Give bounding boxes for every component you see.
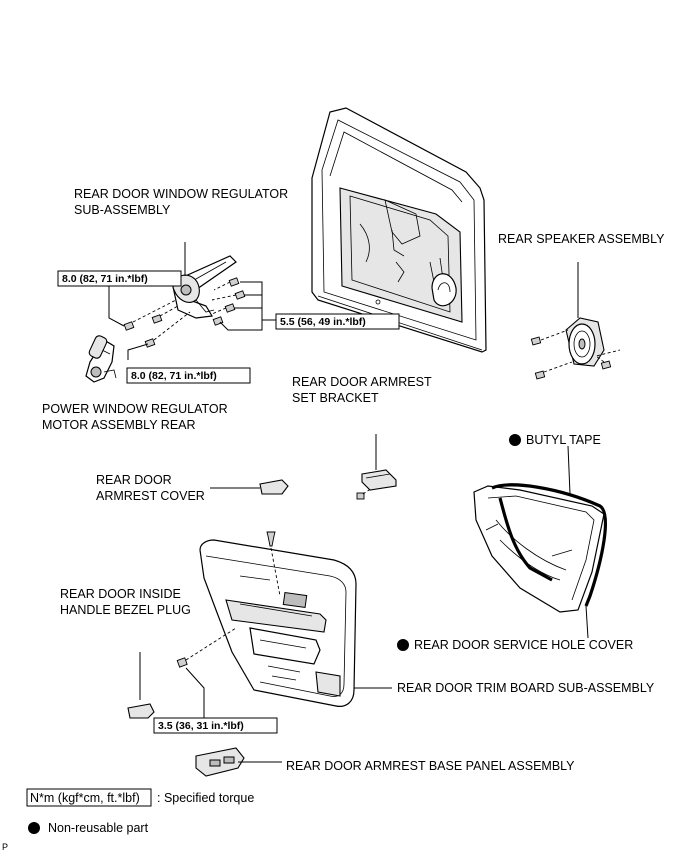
bezel-plug-part <box>127 703 155 719</box>
label-armrest-cover-1: REAR DOOR <box>96 473 172 487</box>
label-bezel-plug-2: HANDLE BEZEL PLUG <box>60 603 191 617</box>
trim-screw <box>266 531 281 597</box>
torque-box-regulator-right: 5.5 (56, 49 in.*lbf) <box>275 313 400 330</box>
legend-torque-desc: : Specified torque <box>157 791 254 805</box>
speaker-part <box>565 317 605 367</box>
trim-clip <box>176 627 237 718</box>
bolt-reg-1 <box>123 321 135 331</box>
label-speaker: REAR SPEAKER ASSEMBLY <box>498 232 665 246</box>
label-motor-1: POWER WINDOW REGULATOR <box>42 402 228 416</box>
bolt-reg-6 <box>224 303 236 313</box>
regulator-bolts <box>123 277 246 348</box>
svg-text:5.5 (56, 49 in.*lbf): 5.5 (56, 49 in.*lbf) <box>280 316 366 328</box>
torque-box-regulator-upper: 8.0 (82, 71 in.*lbf) <box>57 270 182 287</box>
corner-code: P <box>2 842 8 852</box>
svg-text:8.0 (82, 71 in.*lbf): 8.0 (82, 71 in.*lbf) <box>62 273 148 285</box>
torque-leaders <box>108 281 276 360</box>
svg-text:3.5 (36, 31 in.*lbf): 3.5 (36, 31 in.*lbf) <box>158 720 244 732</box>
bolt-reg-5 <box>234 290 246 300</box>
butyl-tape-leader <box>567 445 571 495</box>
speaker-bolts <box>530 329 621 380</box>
rear-door-panel <box>311 107 487 353</box>
label-window-regulator-1: REAR DOOR WINDOW REGULATOR <box>74 187 288 201</box>
label-trim-board: REAR DOOR TRIM BOARD SUB-ASSEMBLY <box>397 681 655 695</box>
regulator-dash-lines <box>132 281 237 341</box>
window-regulator-motor-part <box>85 335 117 383</box>
legend-torque-unit: N*m (kgf*cm, ft.*lbf) <box>30 791 140 805</box>
label-motor-2: MOTOR ASSEMBLY REAR <box>42 418 196 432</box>
nonreusable-dot-butyl <box>509 434 521 446</box>
legend-nonreusable-text: Non-reusable part <box>48 821 149 835</box>
torque-box-trim-screw: 3.5 (36, 31 in.*lbf) <box>153 717 278 734</box>
legend-nonreusable: Non-reusable part <box>28 821 149 835</box>
label-armrest-cover-2: ARMREST COVER <box>96 489 205 503</box>
bolt-reg-2 <box>151 314 163 324</box>
label-armrest-base: REAR DOOR ARMREST BASE PANEL ASSEMBLY <box>286 759 575 773</box>
legend-torque: N*m (kgf*cm, ft.*lbf) : Specified torque <box>26 788 254 807</box>
label-bezel-plug-1: REAR DOOR INSIDE <box>60 587 181 601</box>
label-butyl-tape: BUTYL TAPE <box>526 433 601 447</box>
label-armrest-bracket-1: REAR DOOR ARMREST <box>292 375 432 389</box>
label-window-regulator-2: SUB-ASSEMBLY <box>74 203 171 217</box>
bolt-reg-4 <box>228 277 240 287</box>
trim-board-part <box>199 539 357 707</box>
nonreusable-dot-service-hole <box>397 639 409 651</box>
armrest-bracket-part <box>356 469 397 500</box>
butyl-tape-part <box>491 483 607 639</box>
torque-box-regulator-lower: 8.0 (82, 71 in.*lbf) <box>126 367 251 384</box>
window-regulator-part <box>171 255 237 319</box>
bolt-reg-3 <box>144 338 156 348</box>
label-armrest-bracket-2: SET BRACKET <box>292 391 379 405</box>
service-hole-cover-part <box>473 485 605 613</box>
armrest-base-panel-part <box>195 747 282 777</box>
svg-text:8.0 (82, 71 in.*lbf): 8.0 (82, 71 in.*lbf) <box>131 370 217 382</box>
label-service-hole-cover: REAR DOOR SERVICE HOLE COVER <box>414 638 633 652</box>
armrest-cover-part <box>210 479 289 495</box>
